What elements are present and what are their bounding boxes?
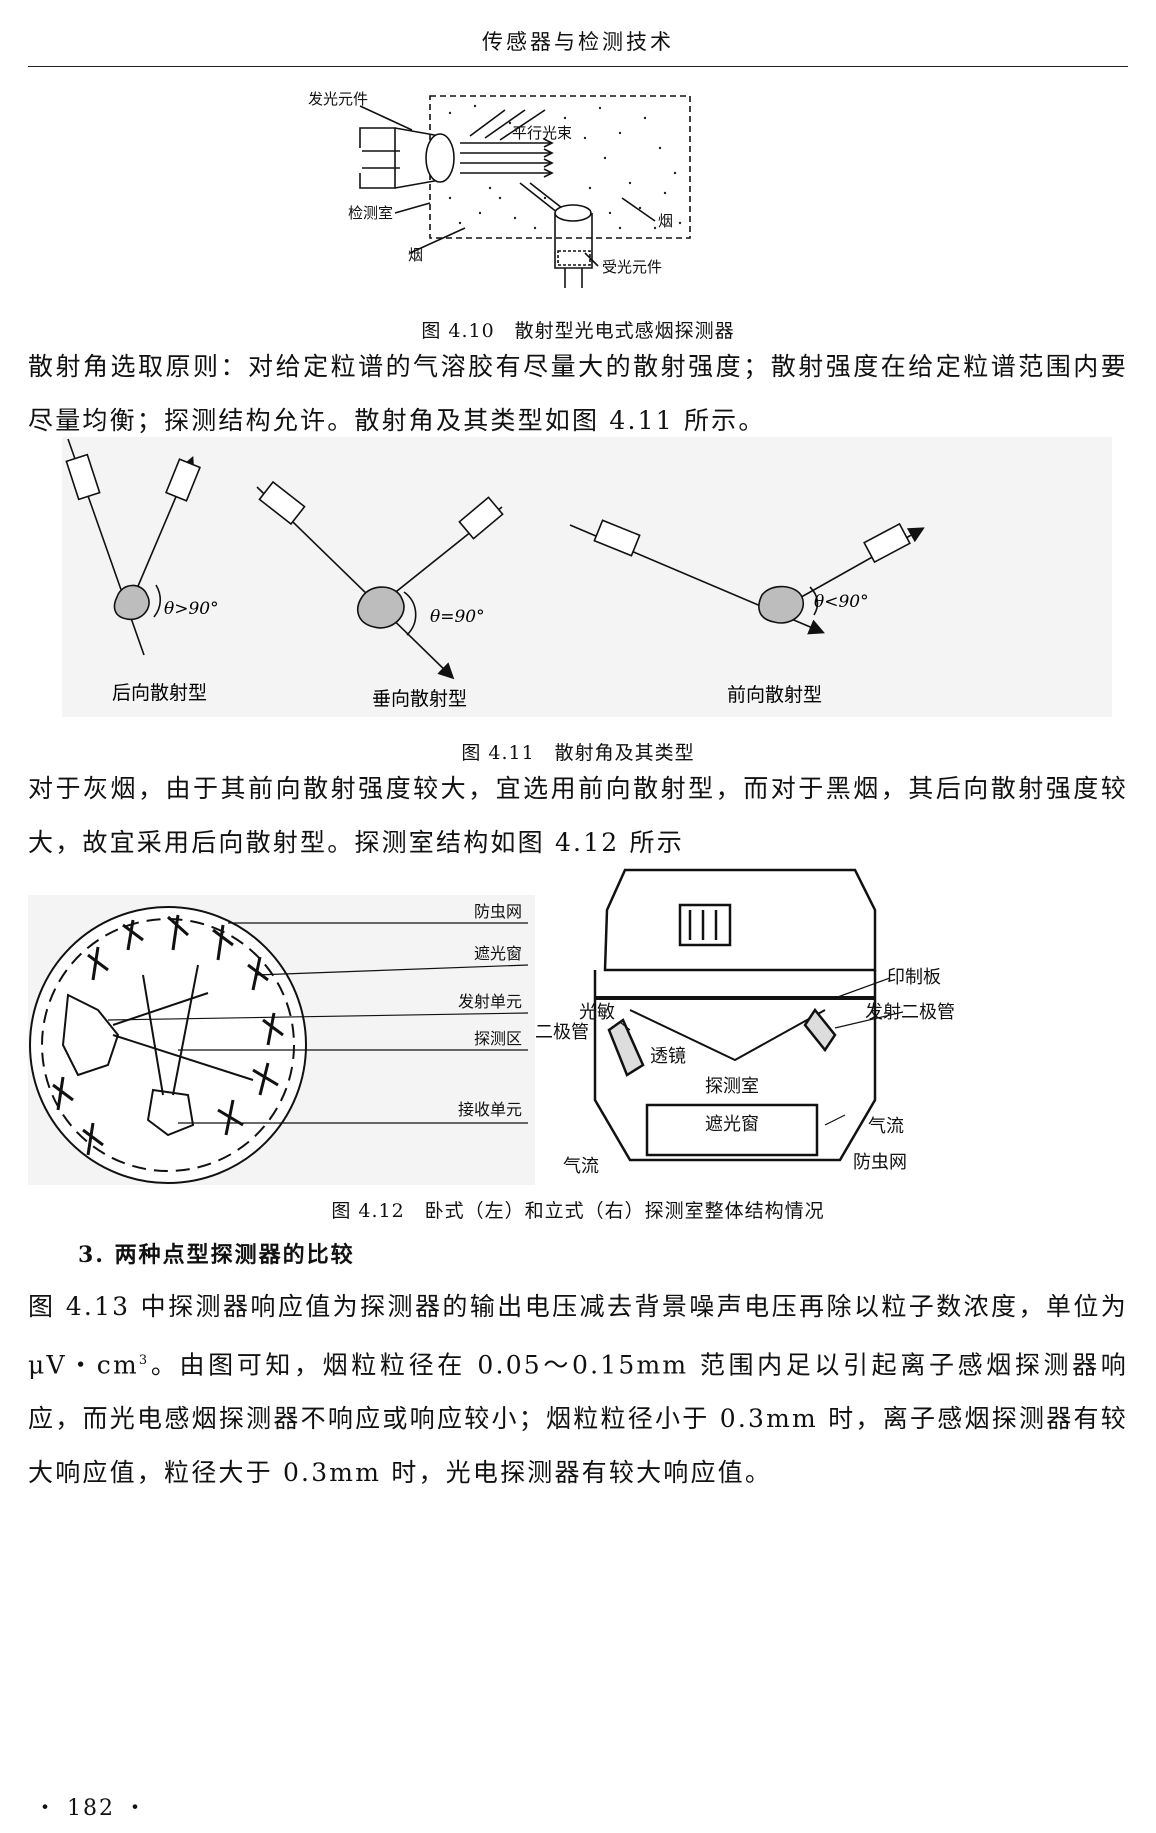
backward-type-label: 后向散射型 — [112, 682, 207, 704]
receiver-housing — [554, 213, 593, 269]
parallel-beam-arrows — [460, 109, 563, 214]
label-airflow-right: 气流 — [868, 1116, 904, 1137]
label-shade-window-left: 遮光窗 — [474, 944, 522, 963]
figure-4-12-left: 防虫网 遮光窗 发射单元 探测区 接收单元 — [28, 895, 548, 1185]
paragraph-3-part2: 。由图可知，烟粒粒径在 0.05～0.15mm 范围内足以引起离子感烟探测器响应… — [28, 1350, 1128, 1488]
emitter-diode-shape — [803, 1007, 837, 1053]
figure-4-11-caption: 图 4.11 散射角及其类型 — [461, 742, 695, 764]
section-title: 两种点型探测器的比较 — [114, 1242, 355, 1268]
forward-angle-label: θ<90° — [814, 592, 869, 612]
label-lens: 透镜 — [650, 1046, 686, 1067]
label-pcb: 印制板 — [887, 967, 941, 988]
backward-angle-label: θ>90° — [164, 599, 219, 619]
unit-superscript: 3 — [138, 1353, 150, 1368]
housing-top — [603, 868, 877, 972]
label-mesh-left: 防虫网 — [474, 902, 522, 921]
figure-4-12-right: 印制板 光敏 二极管 发射二极管 透镜 探测室 遮光窗 气流 气流 防虫网 — [535, 860, 1130, 1185]
forward-scatter-diagram — [569, 519, 925, 635]
label-mesh-right: 防虫网 — [853, 1152, 907, 1173]
vertical-type-label: 垂向散射型 — [372, 688, 467, 710]
paragraph-2-text: 对于灰烟，由于其前向散射强度较大，宜选用前向散射型，而对于黑烟，其后向散射强度较… — [28, 774, 1128, 857]
running-head: 传感器与检测技术 — [482, 30, 674, 54]
label-parallel-beam: 平行光束 — [512, 124, 572, 142]
label-chamber-right: 探测室 — [705, 1076, 759, 1097]
label-photodiode-line2: 二极管 — [535, 1022, 589, 1043]
chamber-outer-wall — [593, 970, 877, 1162]
label-shade-window-right: 遮光窗 — [705, 1114, 759, 1135]
light-path — [629, 1009, 826, 1062]
label-emit-diode: 发射二极管 — [865, 1002, 955, 1023]
terminal-block — [678, 903, 732, 947]
label-receiver-unit: 接收单元 — [458, 1100, 522, 1119]
page-number: ・ 182 ・ — [34, 1796, 148, 1821]
label-airflow-left: 气流 — [563, 1156, 599, 1177]
label-chamber: 检测室 — [348, 204, 393, 222]
shade-window-shape — [645, 1103, 819, 1157]
figure-4-10-caption: 图 4.10 散射型光电式感烟探测器 — [421, 320, 735, 342]
paragraph-3-part1: 图 4.13 中探测器响应值为探测器的输出电压减去背景噪声电压再除以粒子数浓度，… — [28, 1292, 1128, 1380]
label-smoke-left: 烟 — [408, 246, 423, 264]
header-rule — [28, 66, 1128, 67]
paragraph-3-text: 图 4.13 中探测器响应值为探测器的输出电压减去背景噪声电压再除以粒子数浓度，… — [28, 1280, 1128, 1500]
paragraph-2: 对于灰烟，由于其前向散射强度较大，宜选用前向散射型，而对于黑烟，其后向散射强度较… — [28, 762, 1128, 870]
label-detection-zone: 探测区 — [474, 1029, 522, 1048]
light-shield-baffles — [52, 914, 284, 1156]
label-receiver: 受光元件 — [602, 258, 662, 276]
figure-4-11: θ>90° 后向散射型 θ=90° 垂向散射型 θ<90° 前向散射型 — [62, 437, 1112, 717]
receiver-unit-shape — [146, 1088, 195, 1137]
emitter-housing — [359, 127, 396, 189]
forward-type-label: 前向散射型 — [727, 684, 822, 706]
paragraph-1-text: 散射角选取原则：对给定粒谱的气溶胶有尽量大的散射强度；散射强度在给定粒谱范围内要… — [28, 352, 1128, 435]
photodiode-shape — [607, 1018, 645, 1077]
label-smoke-right: 烟 — [658, 212, 673, 230]
figure-4-10: 发光元件 平行光束 检测室 烟 烟 受光元件 — [300, 88, 700, 293]
paragraph-3: 图 4.13 中探测器响应值为探测器的输出电压减去背景噪声电压再除以粒子数浓度，… — [28, 1280, 1128, 1500]
paragraph-1: 散射角选取原则：对给定粒谱的气溶胶有尽量大的散射强度；散射强度在给定粒谱范围内要… — [28, 340, 1128, 448]
figure-4-12-caption: 图 4.12 卧式（左）和立式（右）探测室整体结构情况 — [331, 1200, 825, 1222]
label-photodiode-line1: 光敏 — [579, 1002, 615, 1023]
emitter-unit-shape — [61, 993, 120, 1077]
section-number: 3. — [78, 1242, 105, 1268]
label-emitter: 发光元件 — [308, 90, 368, 108]
label-emitter-unit: 发射单元 — [458, 992, 522, 1011]
section-heading: 3. 两种点型探测器的比较 — [78, 1237, 355, 1269]
vertical-angle-label: θ=90° — [430, 607, 485, 627]
backward-scatter-diagram — [65, 438, 201, 656]
vertical-scatter-diagram — [256, 480, 504, 680]
